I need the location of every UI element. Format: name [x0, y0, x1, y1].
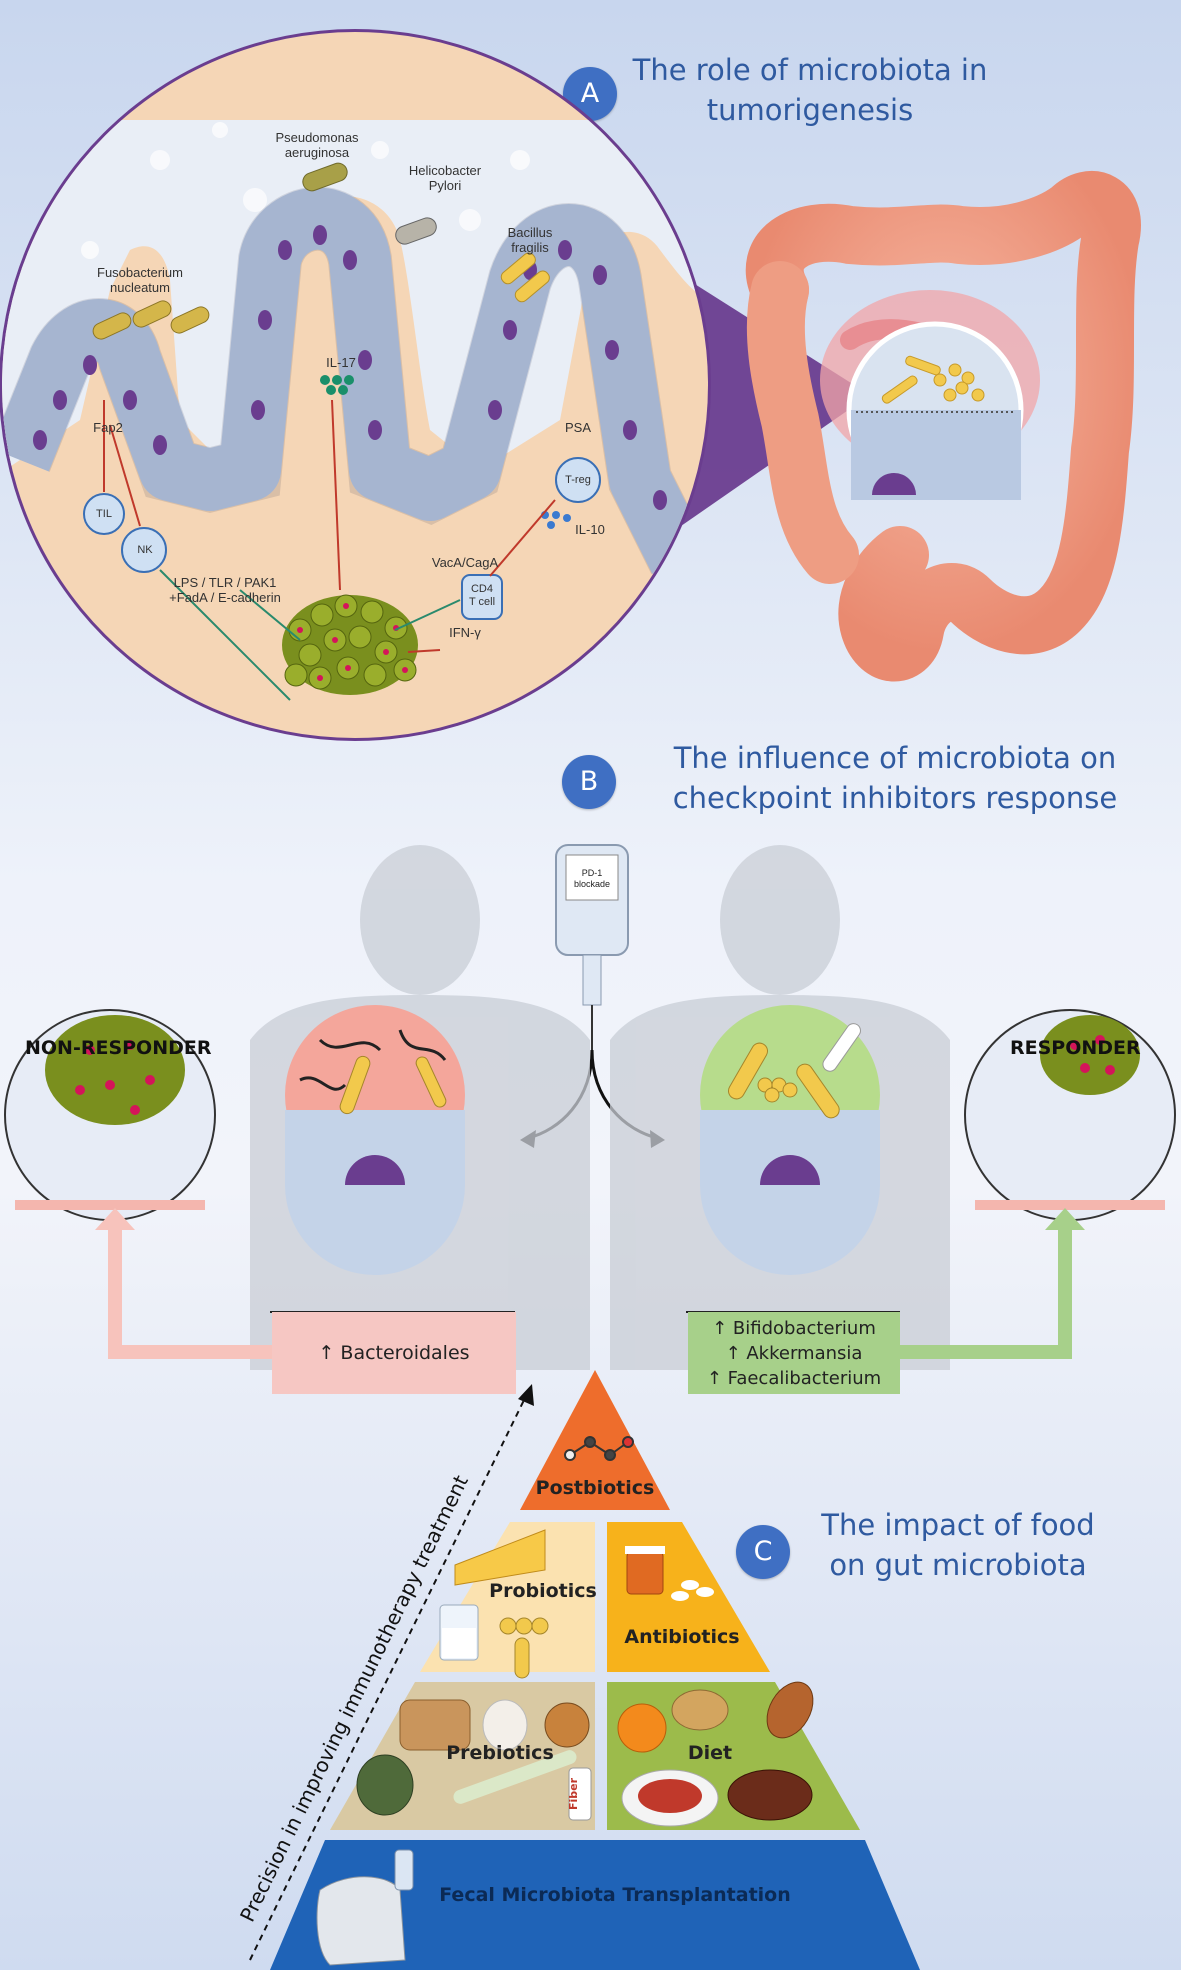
responder-box: ↑ Bifidobacterium ↑ Akkermansia ↑ Faecalib…	[688, 1312, 900, 1394]
heading-c-line2: on gut microbiota	[829, 1548, 1087, 1582]
iv-bag	[555, 844, 629, 1050]
responder-taxa: ↑ Bifidobacterium ↑ Akkermansia ↑ Faecalib…	[707, 1316, 881, 1391]
molecule-icon	[564, 1436, 634, 1461]
label-til: TIL	[96, 508, 112, 520]
label-fmt: Fecal Microbiota Transplantation	[439, 1884, 791, 1906]
potato-icon	[671, 1689, 729, 1731]
label-helicobacter: Helicobacter Pylori	[395, 163, 495, 193]
taxon-item: ↑ Bacteroidales	[318, 1342, 470, 1364]
heading-a-line1: The role of microbiota in	[632, 53, 988, 87]
garlic-icon	[482, 1699, 528, 1751]
orange-icon	[617, 1703, 667, 1753]
label-cd4-line1: CD4	[470, 583, 493, 595]
label-lps-line2: +FadA / E-cadherin	[169, 590, 281, 605]
precision-arrow	[249, 1397, 526, 1961]
label-fusobacterium-line2: nucleatum	[110, 280, 170, 295]
heading-b-line1: The influence of microbiota on	[673, 741, 1117, 775]
heading-c-line1: The impact of food	[821, 1508, 1095, 1542]
fiber-bottle-icon	[568, 1767, 592, 1821]
iv-bag-label-line1: PD-1	[581, 868, 603, 878]
leek-icon	[453, 1750, 577, 1804]
artichoke-icon	[356, 1754, 414, 1816]
label-bacillus-line2: fragilis	[511, 240, 549, 255]
taxon-item: ↑ Faecalibacterium	[706, 1367, 882, 1389]
bread-icon	[399, 1699, 471, 1751]
responder-return-arrow	[900, 1230, 1072, 1359]
label-diet: Diet	[687, 1742, 733, 1764]
bacteria-shapes	[92, 162, 550, 340]
label-il17: IL-17	[326, 355, 356, 370]
label-postbiotics: Postbiotics	[535, 1477, 655, 1499]
nk-cell	[121, 527, 167, 573]
non-responder-taxa: ↑ Bacteroidales	[318, 1342, 469, 1364]
til-cell	[83, 493, 125, 535]
label-helicobacter-line1: Helicobacter	[408, 163, 482, 178]
label-cd4-line2: T cell	[468, 596, 496, 608]
label-lps-line1: LPS / TLR / PAK1	[173, 575, 277, 590]
label-bacillus-line1: Bacillus	[507, 225, 553, 240]
nonresponder-return-arrow	[108, 1230, 275, 1359]
iv-bag-label-line2: blockade	[573, 879, 611, 889]
panel-b-illustration	[4, 844, 1176, 1370]
responder-heading: RESPONDER	[1010, 1037, 1141, 1059]
label-il10: IL-10	[575, 522, 605, 537]
label-treg: T-reg	[565, 474, 591, 486]
probiotic-bacteria-icon	[499, 1617, 549, 1679]
label-ifn: IFN-γ	[449, 625, 481, 640]
label-vaca: VacA/CagA	[431, 555, 499, 570]
tier-fmt	[270, 1840, 920, 1970]
panel-a-illustration	[0, 29, 1141, 741]
heading-b: The influence of microbiota on checkpoin…	[630, 738, 1160, 818]
label-fusobacterium-line1: Fusobacterium	[97, 265, 183, 280]
tumor-cluster	[282, 594, 418, 695]
responder-gut-circle	[700, 1005, 880, 1275]
non-responder-heading: NON-RESPONDER	[25, 1037, 212, 1059]
pills-icon	[625, 1546, 714, 1601]
treg-cell	[555, 457, 601, 503]
taxon-item: ↑ Akkermansia	[725, 1342, 863, 1364]
iv-bag-label: PD-1 blockade	[566, 868, 618, 890]
milk-glass-icon	[439, 1604, 479, 1661]
heading-c: The impact of food on gut microbiota	[798, 1505, 1118, 1585]
label-cd4: CD4 T cell	[462, 583, 502, 609]
label-pseudomonas-line2: aeruginosa	[284, 145, 350, 160]
colon-zoom-circle	[846, 321, 1024, 500]
label-lps: LPS / TLR / PAK1 +FadA / E-cadherin	[150, 575, 300, 605]
label-psa: PSA	[564, 420, 591, 435]
badge-b: B	[562, 755, 616, 809]
label-fap2: Fap2	[93, 420, 123, 435]
label-pseudomonas-line1: Pseudomonas	[275, 130, 359, 145]
label-helicobacter-line2: Pylori	[428, 178, 462, 193]
drumstick-icon	[766, 1681, 814, 1739]
label-pseudomonas: Pseudomonas aeruginosa	[262, 130, 372, 160]
cheese-icon	[454, 1529, 546, 1586]
responder-tumor-circle	[964, 1009, 1176, 1221]
label-bacillus: Bacillus fragilis	[490, 225, 570, 255]
label-fusobacterium: Fusobacterium nucleatum	[80, 265, 200, 295]
label-nk: NK	[137, 544, 153, 556]
label-antibiotics: Antibiotics	[624, 1626, 740, 1648]
label-fiber: Fiber	[567, 1778, 580, 1811]
heading-a-line2: tumorigenesis	[706, 93, 914, 127]
cd4-cell	[461, 574, 503, 620]
label-probiotics: Probiotics	[489, 1580, 597, 1602]
steak-icon	[727, 1769, 813, 1821]
pyramid	[249, 1370, 920, 1970]
heading-b-line2: checkpoint inhibitors response	[672, 781, 1118, 815]
crypt-circle	[0, 29, 711, 741]
badge-c: C	[736, 1525, 790, 1579]
non-responder-box: ↑ Bacteroidales	[272, 1312, 516, 1394]
pasta-plate-icon	[621, 1769, 719, 1827]
label-prebiotics: Prebiotics	[446, 1742, 554, 1764]
nonresponder-gut-circle	[285, 1005, 465, 1275]
nonresponder-tumor-circle	[4, 1009, 216, 1221]
taxon-item: ↑ Bifidobacterium	[712, 1317, 876, 1339]
onion-icon	[544, 1702, 590, 1748]
heading-a: The role of microbiota in tumorigenesis	[620, 50, 1000, 130]
gloved-hand-icon	[316, 1849, 414, 1966]
